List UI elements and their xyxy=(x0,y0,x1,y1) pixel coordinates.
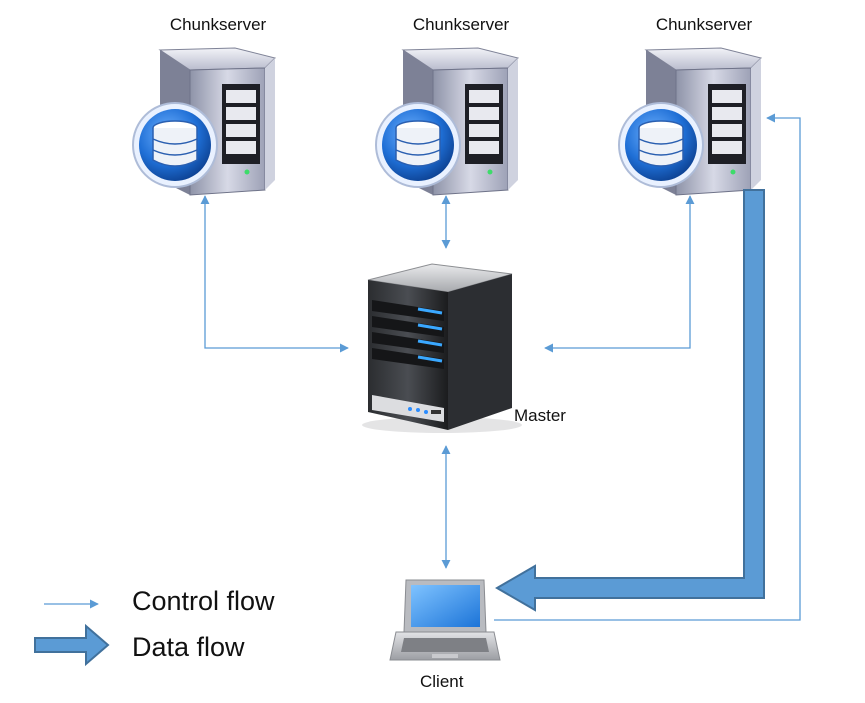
legend-data-flow-arrow xyxy=(34,623,110,667)
data-flow-arrow xyxy=(495,189,765,612)
chunkserver-3-label: Chunkserver xyxy=(655,15,753,34)
control-arrow-cs1-master xyxy=(200,195,349,353)
master-server-icon xyxy=(362,263,522,433)
chunkserver-2-icon xyxy=(375,47,519,196)
control-flow-arrows xyxy=(200,113,801,621)
chunkserver-1-icon xyxy=(132,47,276,196)
control-arrow-cs3-master xyxy=(544,195,695,353)
chunkserver-3-icon xyxy=(618,47,762,196)
control-arrow-client-cs3 xyxy=(494,113,801,621)
chunkserver-2-label: Chunkserver xyxy=(412,15,510,34)
master-label: Master xyxy=(514,406,566,425)
client-laptop-icon xyxy=(389,579,501,661)
chunkserver-1-label: Chunkserver xyxy=(169,15,267,34)
client-label: Client xyxy=(420,672,464,691)
legend xyxy=(34,599,110,667)
legend-control-flow-label: Control flow xyxy=(132,586,275,616)
legend-data-flow-label: Data flow xyxy=(132,632,245,662)
